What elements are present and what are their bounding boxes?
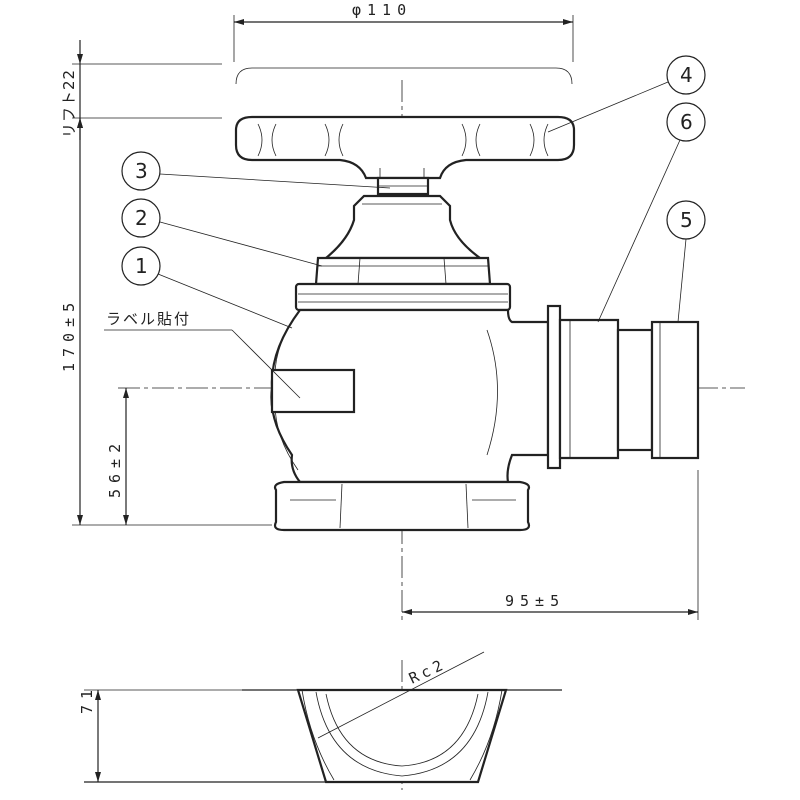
height-dimension: 170±5	[60, 118, 272, 526]
outlet-adapter	[558, 318, 654, 460]
lift-label: リフト22	[60, 69, 78, 138]
outlet-length-dimension: 95±5	[402, 470, 699, 620]
lifted-handwheel-outline	[235, 67, 573, 85]
label-plate	[270, 368, 356, 414]
callout-6: 6	[597, 102, 706, 323]
thread-label: Rc2	[406, 655, 449, 688]
svg-text:3: 3	[135, 159, 148, 183]
lift-dimension: リフト22	[60, 40, 222, 140]
inlet-height-label: 56±2	[106, 438, 124, 498]
diameter-label: φ110	[352, 1, 412, 19]
callout-1: 1	[121, 246, 293, 329]
gland-nut	[314, 256, 492, 286]
label-note: ラベル貼付	[106, 310, 191, 328]
svg-text:4: 4	[680, 63, 693, 87]
svg-text:1: 1	[135, 254, 148, 278]
height-label: 170±5	[60, 297, 78, 372]
bonnet	[322, 194, 484, 260]
outlet-gasket	[546, 304, 562, 470]
svg-text:2: 2	[135, 206, 148, 230]
stem-nut	[376, 176, 430, 196]
inlet-height-dimension: 56±2	[106, 388, 129, 525]
outlet-nipple	[650, 320, 700, 460]
callout-2: 2	[121, 198, 323, 267]
bottom-view	[84, 688, 562, 784]
callout-4: 4	[547, 55, 706, 133]
callout-5: 5	[666, 200, 706, 323]
bottom-hex-nut	[273, 480, 531, 532]
bottom-height-label: 71	[78, 684, 96, 714]
diameter-dimension: φ110	[233, 1, 574, 62]
label-note-leader	[231, 329, 301, 399]
svg-text:5: 5	[680, 208, 693, 232]
outlet-length-label: 95±5	[505, 592, 565, 610]
body-flange	[294, 282, 512, 312]
handwheel	[234, 115, 576, 180]
callout-3: 3	[121, 151, 391, 191]
bottom-height-dimension: 71	[78, 684, 242, 782]
svg-text:6: 6	[680, 110, 693, 134]
